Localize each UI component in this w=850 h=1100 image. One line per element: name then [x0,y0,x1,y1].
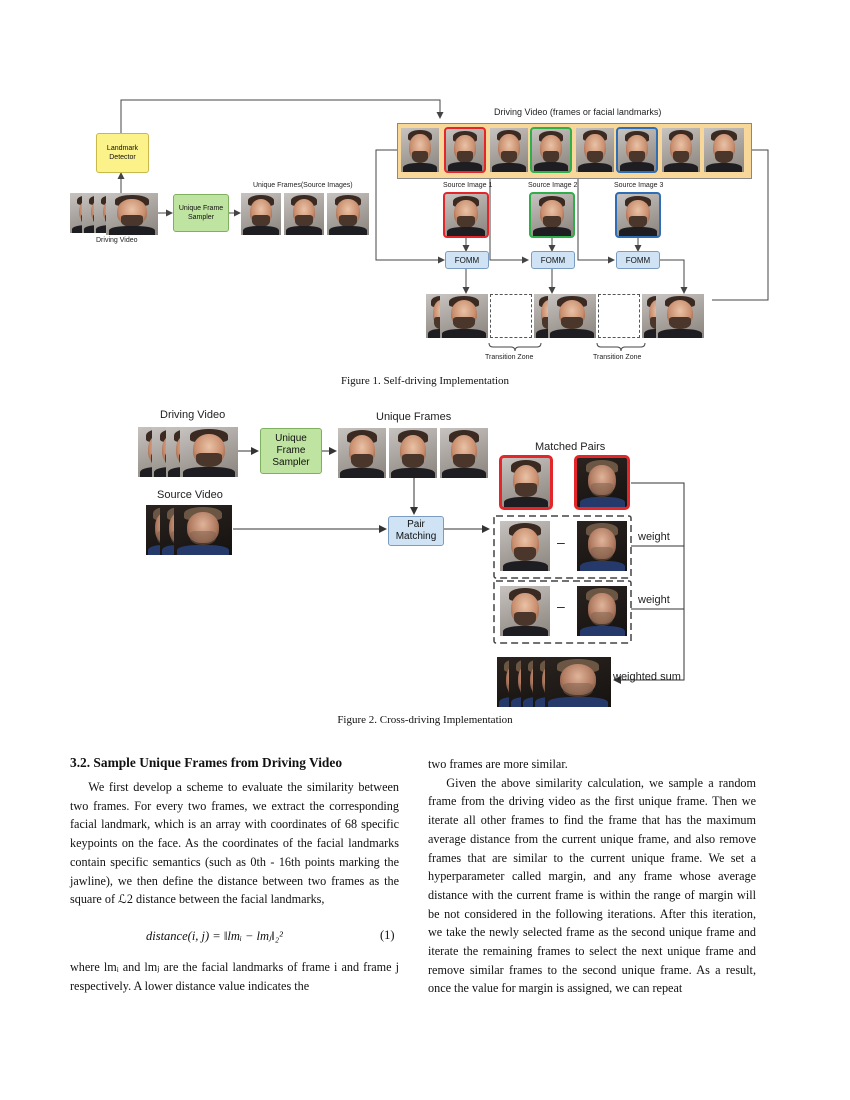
matched-pairs-title: Matched Pairs [535,441,606,453]
pair-source-frame [577,586,627,636]
unique-frame-image [338,428,386,478]
weight-label: weight [638,531,670,543]
weight-label: weight [638,594,670,606]
matched-driving-frame [499,455,553,510]
figure-1-caption: Figure 1. Self-driving Implementation [340,375,510,387]
transition-zone-label: Transition Zone [485,354,534,361]
right-paragraph-1: Given the above similarity calculation, … [428,775,756,996]
unique-frame-sampler-box-2: Unique Frame Sampler [260,428,322,474]
right-column: two frames are more similar. Given the a… [428,755,756,998]
driving-video-title: Driving Video [160,409,226,421]
transition-placeholder [598,294,640,338]
fomm-box-1: FOMM [445,251,489,269]
driving-strip-title: Driving Video (frames or facial landmark… [494,107,662,117]
pair-driving-frame [500,586,550,636]
landmark-detector-box: Landmark Detector [96,133,149,173]
unique-frame-image [389,428,437,478]
video-frame [106,193,158,235]
equation-1-number: (1) [380,928,395,942]
source-image-2-label: Source Image 2 [528,182,578,189]
strip-frame-selected-red [444,127,486,173]
driving-video-label: Driving Video [96,237,138,244]
left-paragraph-1: We first develop a scheme to evaluate th… [70,780,399,907]
unique-frame-image [440,428,488,478]
strip-frame [662,128,700,172]
right-paragraph-0: two frames are more similar. [428,757,568,771]
source-image-1-label: Source Image 1 [443,182,493,189]
output-frame [656,294,704,338]
strip-frame [401,128,439,172]
equation-1: distance(i, j) = ‖lmᵢ − lmⱼ‖₂² [146,929,283,943]
unique-frames-label: Unique Frames(Source Images) [253,182,353,189]
left-paragraph-2: where lmᵢ and lmⱼ are the facial landmar… [70,960,399,993]
pair-source-frame [577,521,627,571]
video-frame [180,427,238,477]
transition-zone-label: Transition Zone [593,354,642,361]
fomm-box-3: FOMM [616,251,660,269]
pair-matching-box: Pair Matching [388,516,444,546]
strip-frame-selected-blue [616,127,658,173]
transition-placeholder [490,294,532,338]
source-image-3 [615,192,661,238]
source-video-frame [174,505,232,555]
section-heading: 3.2. Sample Unique Frames from Driving V… [70,755,343,770]
unique-frame-image [241,193,281,235]
strip-frame [576,128,614,172]
figure-1-arrows [117,99,769,352]
source-image-2 [529,192,575,238]
minus-sign: – [557,598,565,614]
matched-source-frame [574,455,630,510]
weighted-sum-label: weighted sum [613,671,681,683]
result-frame [545,657,611,707]
fomm-box-2: FOMM [531,251,575,269]
unique-frame-image [284,193,324,235]
left-column-cont: where lmᵢ and lmⱼ are the facial landmar… [70,958,399,995]
strip-frame-selected-green [530,127,572,173]
source-video-title: Source Video [157,489,223,501]
source-image-1 [443,192,489,238]
left-column: We first develop a scheme to evaluate th… [70,778,399,909]
output-frame [548,294,596,338]
figure-2-arrows [233,447,685,684]
unique-frame-sampler-box: Unique Frame Sampler [173,194,229,232]
source-image-3-label: Source Image 3 [614,182,664,189]
unique-frame-image [327,193,369,235]
pair-driving-frame [500,521,550,571]
strip-frame [490,128,528,172]
strip-frame [704,128,744,172]
figure-2-caption: Figure 2. Cross-driving Implementation [337,714,513,726]
minus-sign: – [557,534,565,550]
unique-frames-title: Unique Frames [376,411,452,423]
output-frame [440,294,488,338]
